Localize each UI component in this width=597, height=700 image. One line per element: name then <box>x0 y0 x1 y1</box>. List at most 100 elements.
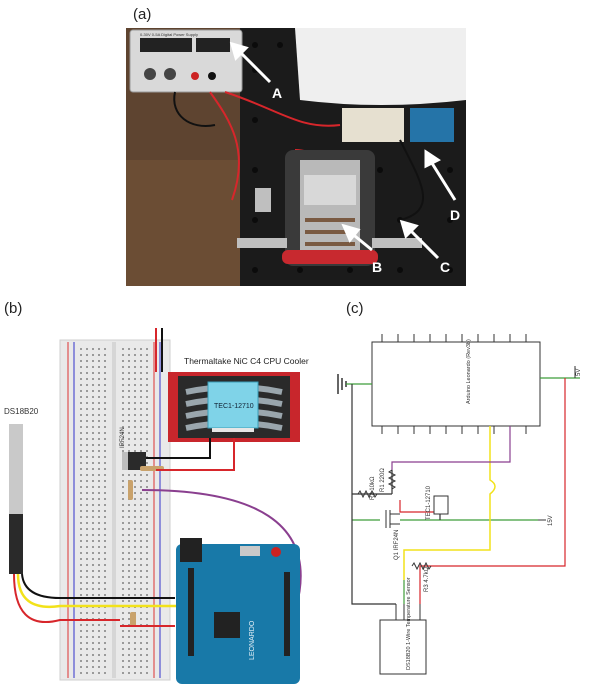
breadboard-hole <box>92 588 94 590</box>
breadboard-hole <box>128 588 130 590</box>
breadboard-hole <box>80 546 82 548</box>
breadboard-hole <box>98 414 100 416</box>
breadboard-hole <box>146 588 148 590</box>
breadboard-hole <box>146 516 148 518</box>
breadboard-hole <box>140 450 142 452</box>
breadboard-hole <box>134 498 136 500</box>
breadboard-hole <box>98 390 100 392</box>
breadboard-hole <box>98 624 100 626</box>
breadboard-hole <box>80 666 82 668</box>
breadboard-hole <box>104 462 106 464</box>
breadboard-hole <box>80 504 82 506</box>
breadboard-hole <box>92 630 94 632</box>
breadboard-hole <box>146 594 148 596</box>
breadboard-hole <box>134 360 136 362</box>
breadboard-hole <box>122 414 124 416</box>
breadboard-hole <box>86 546 88 548</box>
breadboard-hole <box>98 642 100 644</box>
breadboard-hole <box>140 654 142 656</box>
breadboard-hole <box>86 348 88 350</box>
breadboard-hole <box>86 522 88 524</box>
breadboard-hole <box>80 528 82 530</box>
breadboard-hole <box>104 654 106 656</box>
breadboard-hole <box>98 378 100 380</box>
breadboard-hole <box>80 642 82 644</box>
breadboard-hole <box>104 492 106 494</box>
breadboard-hole <box>80 354 82 356</box>
breadboard-hole <box>92 516 94 518</box>
breadboard-hole <box>140 570 142 572</box>
breadboard-hole <box>92 540 94 542</box>
breadboard-hole <box>134 348 136 350</box>
breadboard-hole <box>104 480 106 482</box>
callout-c: C <box>440 259 450 275</box>
breadboard-hole <box>122 426 124 428</box>
breadboard-hole <box>140 534 142 536</box>
breadboard-hole <box>86 576 88 578</box>
breadboard-hole <box>80 660 82 662</box>
breadboard-hole <box>104 648 106 650</box>
breadboard-hole <box>146 414 148 416</box>
breadboard-hole <box>86 432 88 434</box>
breadboard-hole <box>98 654 100 656</box>
breadboard-hole <box>86 366 88 368</box>
breadboard-hole <box>146 492 148 494</box>
breadboard-hole <box>86 480 88 482</box>
breadboard-hole <box>134 432 136 434</box>
breadboard-hole <box>92 666 94 668</box>
breadboard-hole <box>134 420 136 422</box>
breadboard-hole <box>140 474 142 476</box>
r3-label: R3 4.7kΩ <box>424 566 430 592</box>
breadboard-hole <box>146 408 148 410</box>
breadboard-hole <box>140 438 142 440</box>
breadboard-hole <box>104 366 106 368</box>
breadboard-hole <box>140 480 142 482</box>
breadboard-hole <box>122 576 124 578</box>
breadboard-hole <box>104 420 106 422</box>
breadboard-hole <box>146 348 148 350</box>
breadboard-hole <box>86 474 88 476</box>
breadboard-hole <box>146 354 148 356</box>
q1-mosfet <box>385 510 400 528</box>
breadboard-hole <box>134 564 136 566</box>
breadboard-hole <box>140 612 142 614</box>
tec-label-c: TEC1-12710 <box>426 485 432 520</box>
breadboard-hole <box>104 546 106 548</box>
breadboard-hole <box>128 378 130 380</box>
breadboard-hole <box>146 528 148 530</box>
breadboard-hole <box>80 516 82 518</box>
breadboard-hole <box>104 390 106 392</box>
r2-label: R2 10kΩ <box>370 476 376 500</box>
breadboard-hole <box>80 462 82 464</box>
breadboard-hole <box>104 528 106 530</box>
breadboard-hole <box>86 594 88 596</box>
breadboard-hole <box>134 354 136 356</box>
breadboard-hole <box>104 642 106 644</box>
breadboard-hole <box>146 546 148 548</box>
breadboard-hole <box>122 660 124 662</box>
breadboard-hole <box>122 666 124 668</box>
breadboard-hole <box>128 642 130 644</box>
breadboard-hole <box>98 612 100 614</box>
panel-a-label: (a) <box>133 6 152 23</box>
breadboard-hole <box>134 594 136 596</box>
r2-resistor <box>357 489 378 499</box>
breadboard-hole <box>80 468 82 470</box>
breadboard-hole <box>98 462 100 464</box>
breadboard-hole <box>140 588 142 590</box>
breadboard-hole <box>104 600 106 602</box>
breadboard-hole <box>122 474 124 476</box>
sensor-label-b: DS18B20 <box>4 407 39 416</box>
breadboard-hole <box>134 378 136 380</box>
breadboard-hole <box>134 660 136 662</box>
breadboard-hole <box>134 522 136 524</box>
breadboard-hole <box>128 402 130 404</box>
breadboard-hole <box>140 348 142 350</box>
breadboard-hole <box>128 522 130 524</box>
breadboard-hole <box>98 402 100 404</box>
ground-symbol <box>337 374 347 394</box>
breadboard-hole <box>104 354 106 356</box>
breadboard-hole <box>92 456 94 458</box>
breadboard-hole <box>128 504 130 506</box>
breadboard-hole <box>140 372 142 374</box>
